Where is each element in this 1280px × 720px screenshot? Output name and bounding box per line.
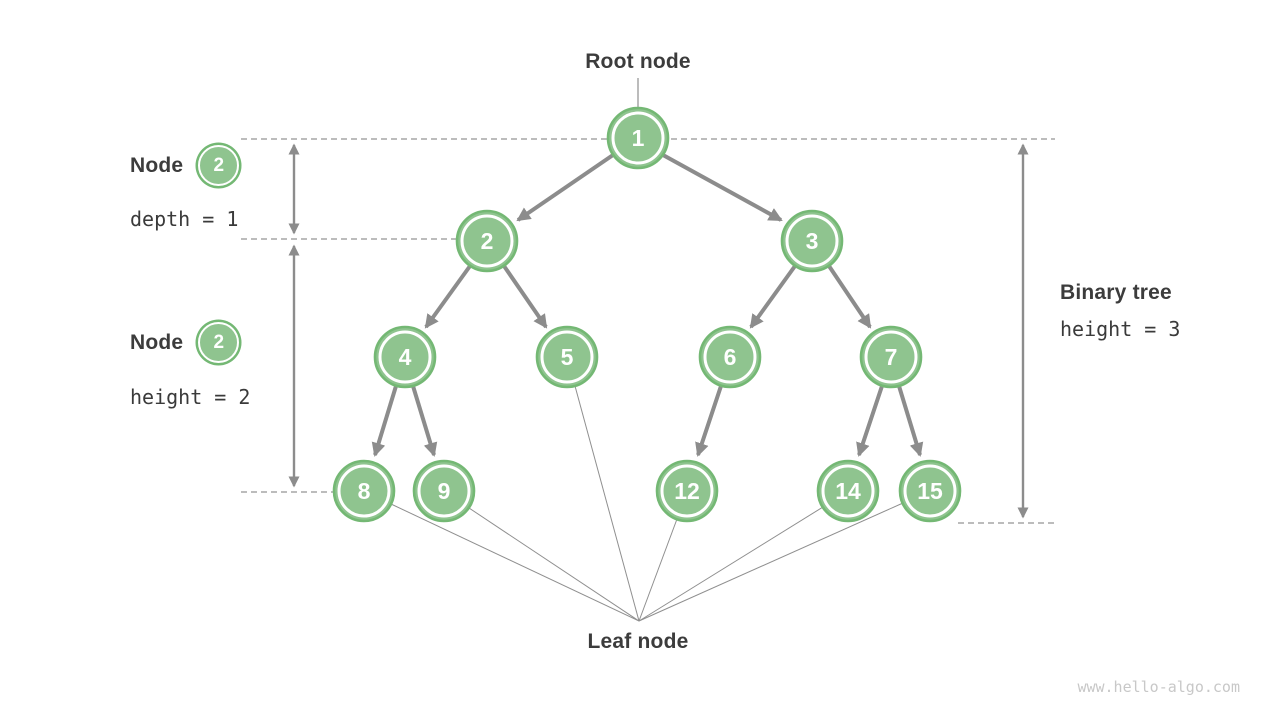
tree-node-15: 15 [898, 459, 962, 523]
leaf-pointer-14 [638, 506, 824, 622]
root-node-label: Root node [585, 50, 691, 73]
height-legend-title: Node [130, 330, 184, 354]
tree-node-value: 6 [724, 344, 737, 370]
tree-node-1: 1 [606, 106, 670, 170]
tree-node-value: 2 [481, 228, 494, 254]
leaf-pointer-5 [574, 385, 640, 622]
edge-2-5 [502, 264, 548, 329]
tree-node-5: 5 [535, 325, 599, 389]
edge-2-4 [424, 264, 472, 329]
leaf-pointer-15 [638, 502, 904, 622]
tree-node-4: 4 [373, 325, 437, 389]
edge-3-7 [827, 264, 872, 329]
tree-node-value: 12 [674, 478, 700, 504]
depth-legend: Node 2 [130, 145, 240, 186]
tree-height-title: Binary tree [1060, 281, 1172, 304]
leaf-pointer-8 [390, 503, 640, 622]
height-legend-node-badge: 2 [198, 322, 240, 363]
tree-node-value: 8 [358, 478, 371, 504]
level-guide-lines [241, 138, 1055, 524]
tree-node-2: 2 [455, 209, 519, 273]
depth-legend-node-badge: 2 [198, 145, 240, 186]
measure-arrows [288, 143, 1029, 519]
edge-6-12 [695, 385, 723, 457]
tree-height-caption: height = 3 [1060, 317, 1181, 341]
edge-7-15 [897, 385, 924, 457]
tree-node-value: 5 [561, 344, 574, 370]
tree-node-14: 14 [816, 459, 880, 523]
depth-legend-title: Node [130, 153, 184, 177]
edge-1-2 [516, 153, 615, 222]
edge-1-3 [662, 153, 783, 222]
leaf-node-label: Leaf node [587, 630, 689, 653]
leaf-pointer-12 [638, 518, 678, 622]
tree-node-value: 14 [835, 478, 861, 504]
tree-edges [371, 153, 924, 457]
tree-node-8: 8 [332, 459, 396, 523]
edge-7-14 [856, 385, 884, 457]
tree-nodes: 1 2 3 4 5 [332, 106, 962, 523]
tree-node-value: 3 [806, 228, 819, 254]
tree-node-value: 7 [885, 344, 898, 370]
tree-node-value: 1 [632, 125, 645, 151]
depth-legend-caption: depth = 1 [130, 207, 239, 231]
tree-node-value: 15 [917, 478, 943, 504]
tree-node-6: 6 [698, 325, 762, 389]
leaf-pointer-9 [468, 507, 640, 622]
edge-4-9 [411, 385, 438, 457]
tree-node-3: 3 [780, 209, 844, 273]
watermark: www.hello-algo.com [1077, 678, 1240, 696]
tree-node-12: 12 [655, 459, 719, 523]
edge-3-6 [749, 264, 797, 329]
height-legend: Node 2 [130, 322, 240, 363]
height-legend-caption: height = 2 [130, 385, 251, 409]
leaf-pointer-lines [390, 385, 904, 622]
tree-node-value: 4 [399, 344, 412, 370]
tree-node-9: 9 [412, 459, 476, 523]
tree-node-value: 9 [438, 478, 451, 504]
edge-4-8 [371, 385, 398, 457]
tree-node-7: 7 [859, 325, 923, 389]
